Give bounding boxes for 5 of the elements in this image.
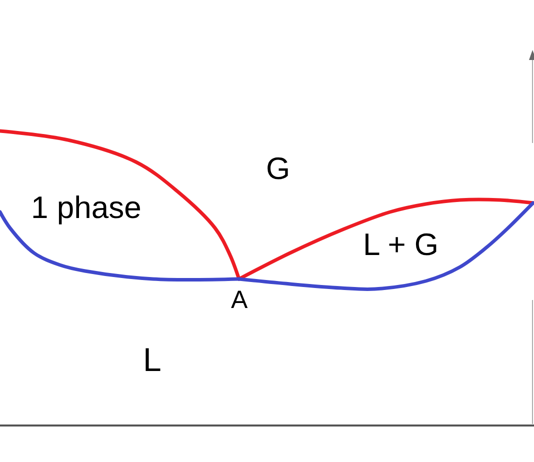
phase-region-label: L + G	[363, 229, 439, 260]
phase-region-label: G	[266, 153, 290, 184]
point-label: A	[231, 288, 248, 313]
phase-region-label: L	[143, 343, 162, 376]
phase-region-label: 1 phase	[31, 192, 142, 223]
